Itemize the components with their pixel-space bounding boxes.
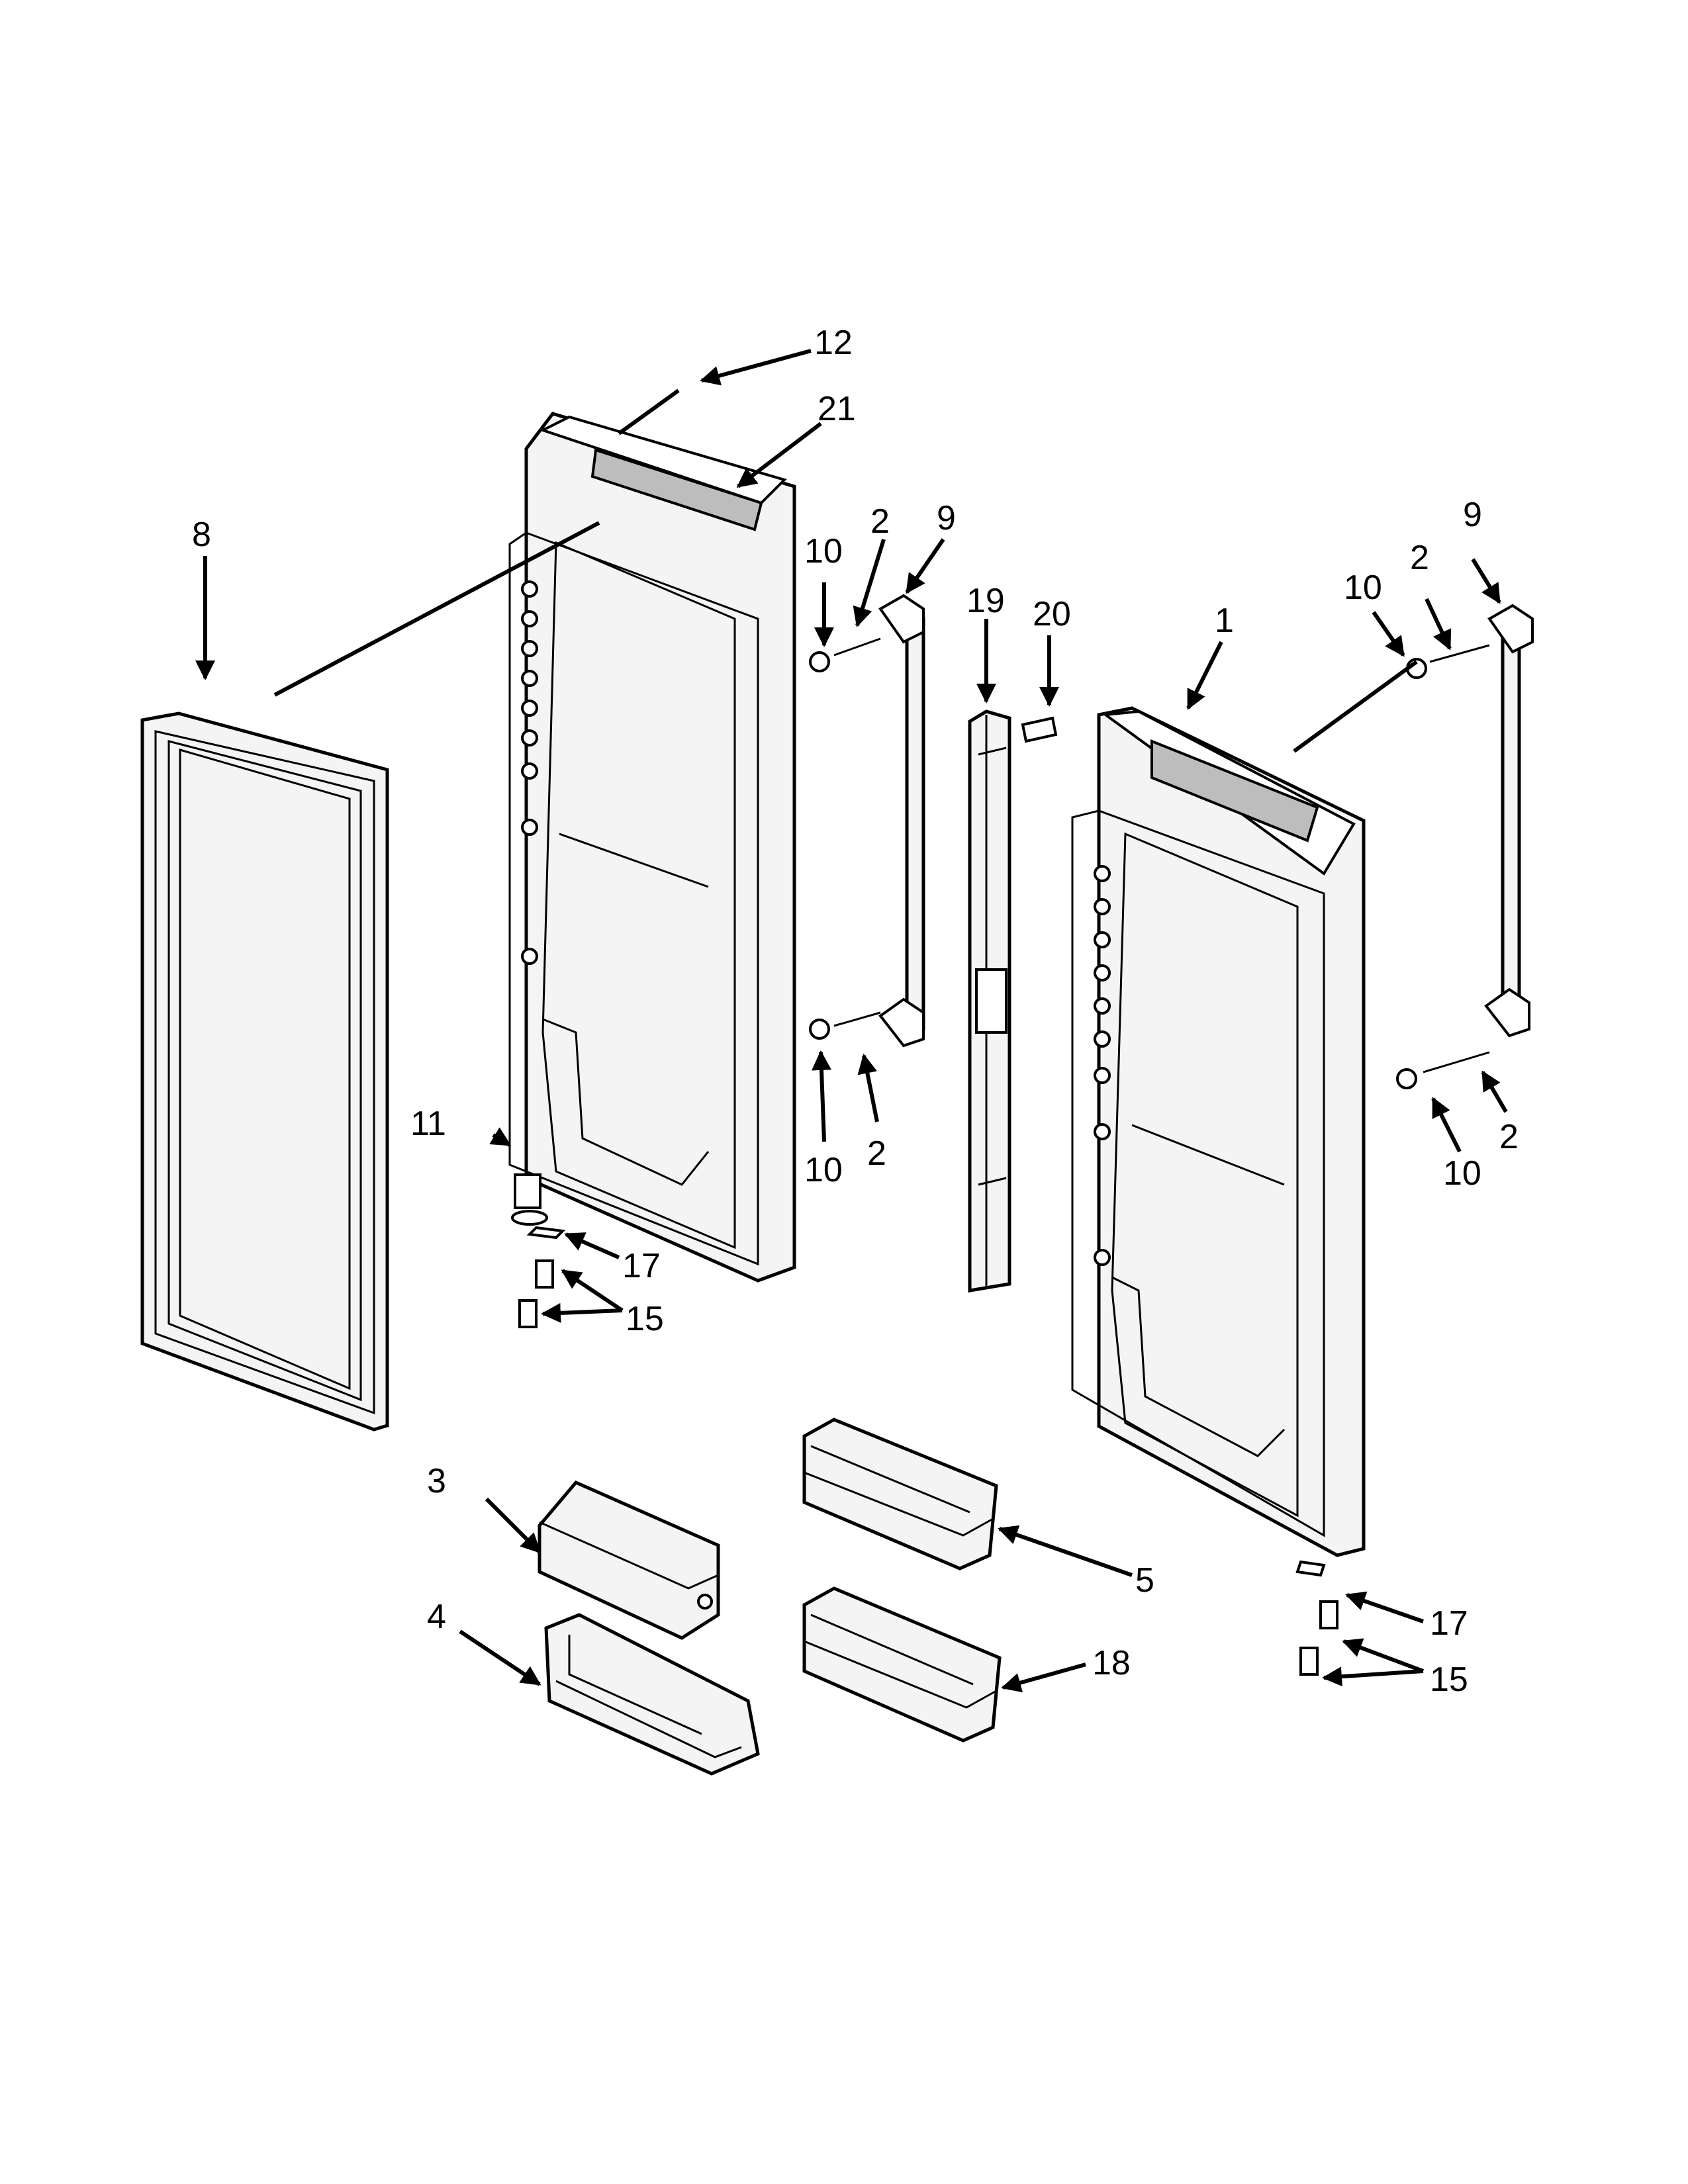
callout-11: 11	[410, 1105, 446, 1143]
right-door-shelf-peg-column	[1094, 865, 1111, 1266]
callout-9-left: 9	[937, 499, 956, 537]
left-door-shelf-peg-column	[521, 580, 538, 965]
callout-10-left-top: 10	[804, 532, 843, 570]
callout-2-left-bottom: 2	[867, 1134, 886, 1173]
left-door-liner-part-21	[508, 412, 796, 1283]
callout-17-left: 17	[622, 1247, 661, 1285]
callout-8: 8	[192, 516, 211, 554]
callout-15-left: 15	[626, 1300, 664, 1338]
door-bin-part-5	[802, 1418, 998, 1570]
callout-3: 3	[427, 1462, 446, 1500]
callout-2-right-top: 2	[1410, 539, 1429, 577]
callout-5: 5	[1135, 1561, 1154, 1600]
callout-labels: 12 21 8 2 9 10 19 20 1 9 2 10 11 10 2 17…	[192, 324, 1519, 1699]
callout-19: 19	[966, 582, 1005, 620]
dairy-door-part-3	[538, 1480, 720, 1640]
callout-18: 18	[1092, 1644, 1131, 1682]
center-mullion-part-19	[968, 709, 1011, 1293]
callout-4: 4	[427, 1598, 446, 1636]
small-hardware-parts	[511, 637, 1490, 1676]
callout-10-right-bottom: 10	[1443, 1154, 1481, 1193]
callout-21: 21	[818, 390, 856, 428]
callout-2-right-bottom: 2	[1499, 1118, 1519, 1156]
callout-12: 12	[814, 324, 853, 362]
left-door-handle-part-9	[878, 594, 925, 1048]
callout-2-left-top: 2	[870, 502, 890, 541]
callout-10-right-top: 10	[1344, 569, 1382, 607]
callout-15-right: 15	[1430, 1661, 1468, 1699]
callout-20: 20	[1033, 595, 1071, 633]
callout-17-right: 17	[1430, 1604, 1468, 1643]
right-door-handle-part-9	[1484, 604, 1534, 1038]
callout-9-right: 9	[1463, 496, 1482, 534]
callout-10-left-bottom: 10	[804, 1151, 843, 1189]
right-door-liner-part-1	[1071, 706, 1366, 1557]
door-gasket-part-8	[140, 711, 389, 1432]
callout-leader-lines	[195, 349, 1508, 1693]
door-bin-part-18	[802, 1586, 1002, 1743]
callout-1: 1	[1215, 602, 1234, 640]
dairy-bin-part-4	[544, 1613, 760, 1776]
